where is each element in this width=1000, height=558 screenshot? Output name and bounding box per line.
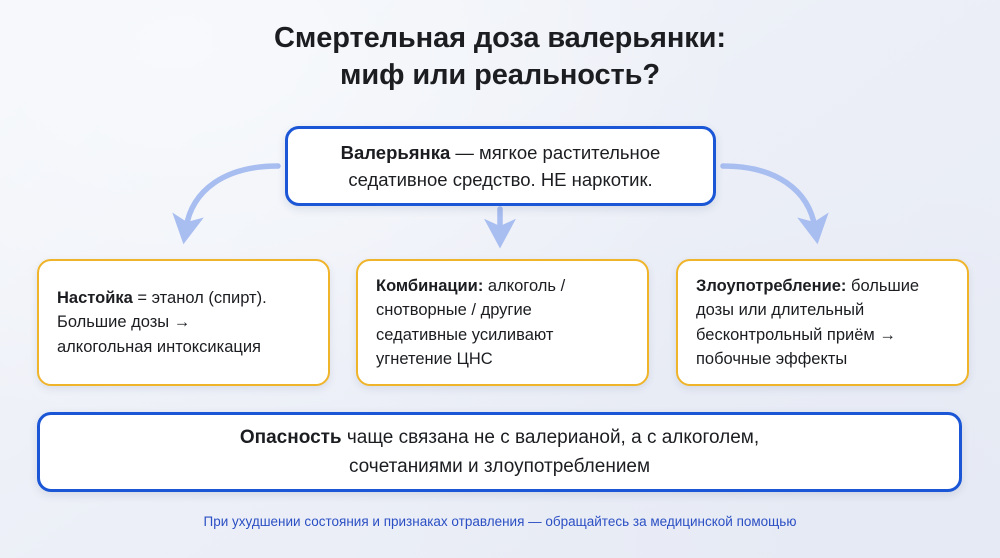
card-1-line-1: Настойка = этанол (спирт).	[57, 286, 310, 311]
card-2-line-1-rest: алкоголь /	[483, 276, 566, 295]
card-2-line-3: седативные усиливают	[376, 325, 554, 344]
conclusion-lead: Опасность	[239, 427, 342, 448]
arrow-left	[172, 163, 281, 245]
card-1-lead: Настойка	[57, 288, 133, 307]
card-3-line-3: бесконтрольный приём →	[696, 325, 896, 344]
card-3-line-1-rest: большие	[846, 276, 920, 295]
definition-line-2: седативное средство. НЕ наркотик.	[348, 169, 653, 190]
card-3-line-4: побочные эффекты	[696, 350, 848, 368]
conclusion-line-1: Опасность чаще связана не с валерианой, …	[64, 423, 935, 452]
conclusion-box: Опасность чаще связана не с валерианой, …	[37, 412, 962, 492]
card-2-line-2: снотворные / другие	[376, 301, 532, 319]
factor-card-combinations: Комбинации: алкоголь / снотворные / друг…	[356, 259, 649, 386]
card-1-line-3: алкогольная интоксикация	[57, 337, 261, 356]
card-2-lead: Комбинации:	[376, 276, 484, 295]
definition-line-1: Валерьянка — мягкое растительное	[306, 139, 695, 166]
card-2-line-1: Комбинации: алкоголь /	[376, 274, 629, 299]
footer-advisory: При ухудшении состояния и признаках отра…	[203, 514, 797, 529]
arrow-right	[720, 163, 829, 245]
title-line-2: миф или реальность?	[340, 59, 660, 91]
definition-box: Валерьянка — мягкое растительное седатив…	[285, 126, 716, 206]
card-3-line-1: Злоупотребление: большие	[696, 274, 949, 299]
factor-card-abuse: Злоупотребление: большие дозы или длител…	[676, 259, 969, 386]
definition-line-1-rest: — мягкое растительное	[450, 142, 661, 163]
definition-lead: Валерьянка	[340, 142, 451, 163]
title-line-1: Смертельная доза валерьянки:	[274, 22, 726, 54]
card-3-line-2: дозы или длительный	[696, 301, 865, 319]
conclusion-line-2: сочетаниями и злоупотреблением	[348, 456, 651, 477]
card-2-line-4: угнетение ЦНС	[376, 350, 493, 368]
conclusion-line-1-rest: чаще связана не с валерианой, а с алкого…	[341, 427, 760, 448]
card-1-line-2: Большие дозы →	[57, 313, 191, 332]
card-1-line-1-rest: = этанол (спирт).	[132, 288, 267, 307]
card-3-lead: Злоупотребление:	[696, 276, 847, 295]
page-title: Смертельная доза валерьянки: миф или реа…	[0, 20, 1000, 94]
factor-card-tincture: Настойка = этанол (спирт). Большие дозы …	[37, 259, 330, 386]
